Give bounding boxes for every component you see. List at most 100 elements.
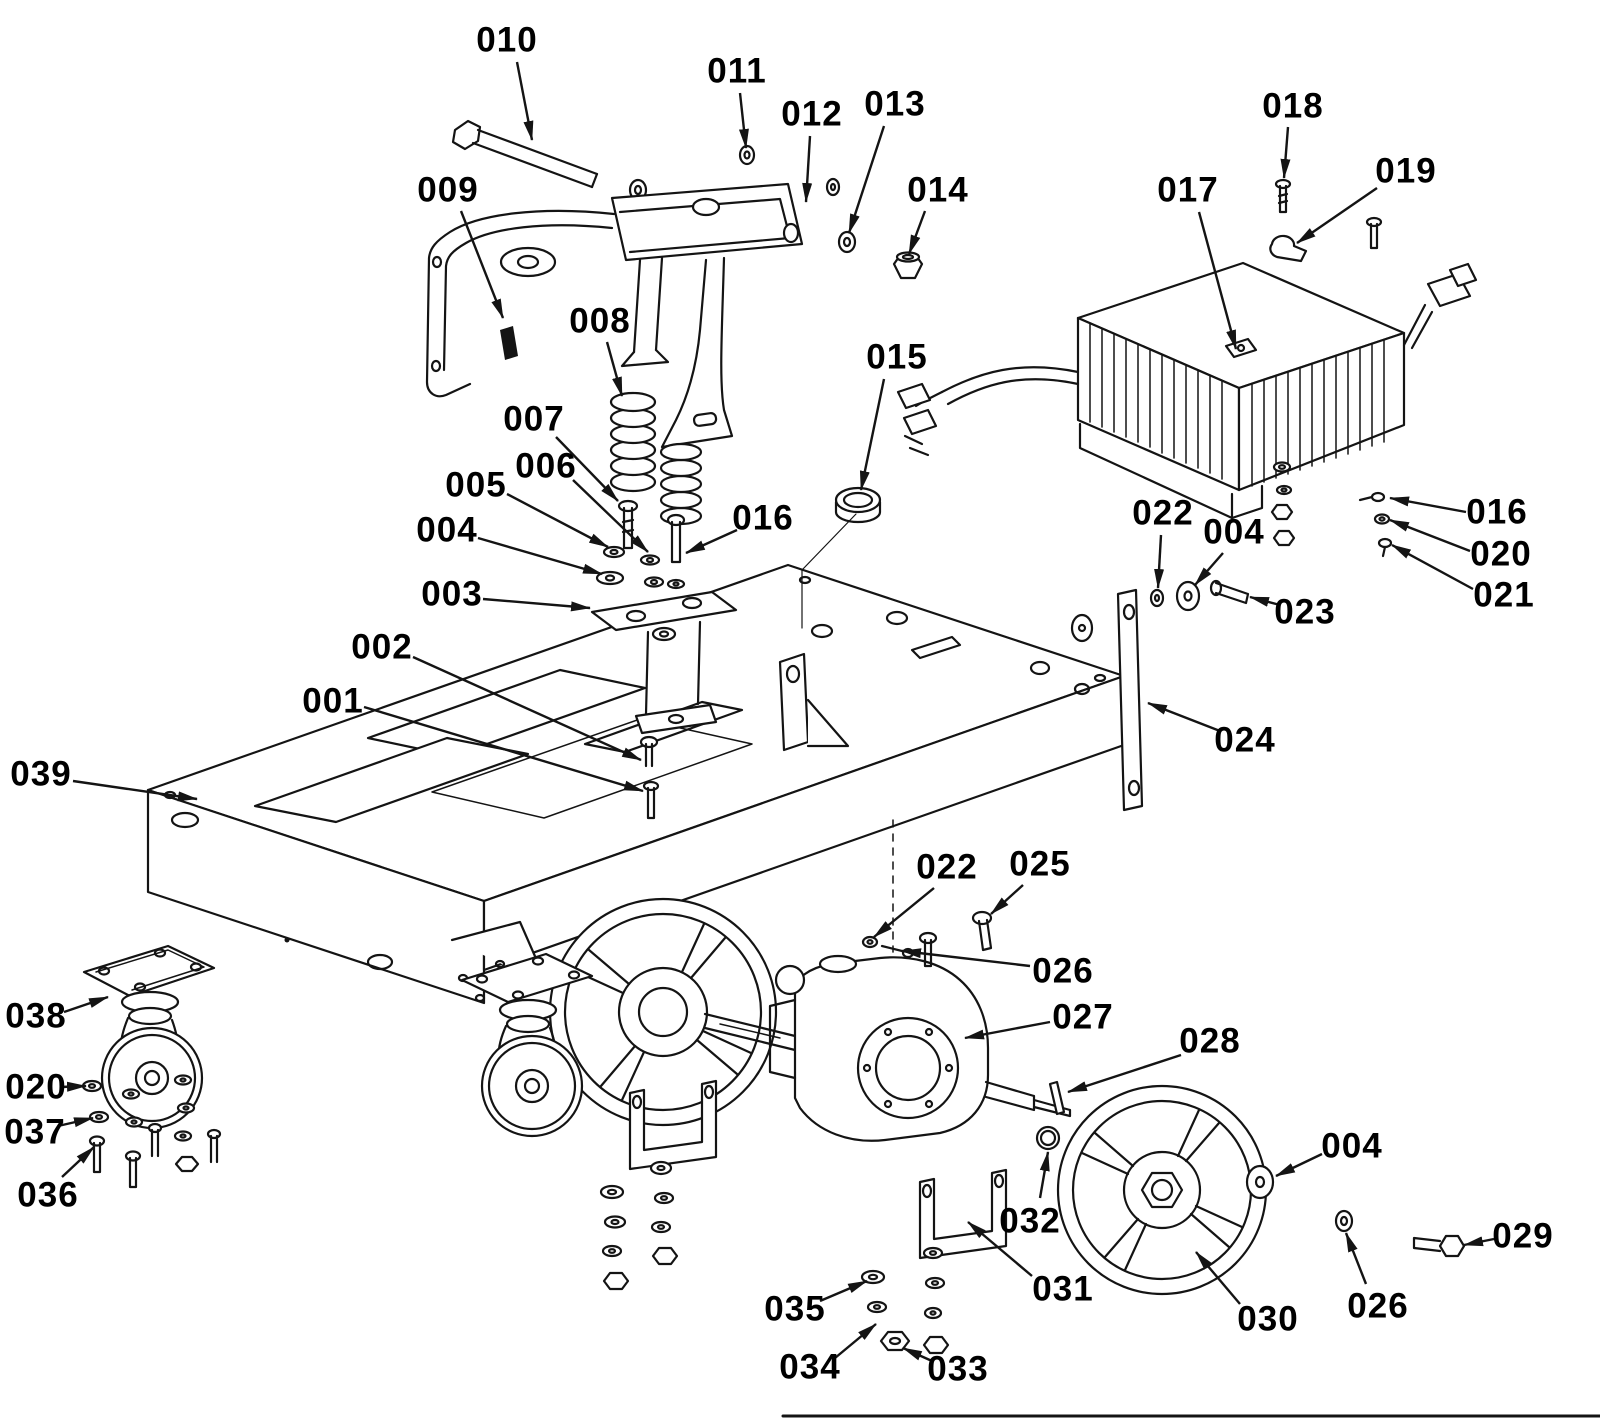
leader-line-013 [847, 125, 886, 234]
part-number-label-023: 023 [1274, 592, 1336, 632]
part-number-label-033: 033 [927, 1349, 989, 1389]
leader-line-007 [555, 436, 619, 502]
leader-line-004 [1275, 1152, 1323, 1178]
leader-line-003 [482, 597, 591, 612]
part-number-label-008: 008 [569, 301, 631, 341]
part-number-label-034: 034 [779, 1347, 841, 1387]
part-number-label-003: 003 [421, 574, 483, 614]
leader-line-025 [990, 884, 1024, 915]
part-number-label-016: 016 [1466, 492, 1528, 532]
part-number-label-031: 031 [1032, 1269, 1094, 1309]
leader-line-010 [515, 61, 534, 141]
leader-line-034 [834, 1323, 877, 1359]
leader-line-026 [1344, 1232, 1368, 1285]
leader-line-028 [1067, 1053, 1182, 1094]
leader-line-035 [819, 1279, 868, 1303]
spring-hardware-drawing [595, 391, 703, 590]
part-number-label-005: 005 [445, 465, 507, 505]
leader-line-029 [1463, 1236, 1495, 1247]
caster-hardware-drawing [81, 1074, 222, 1189]
strap-drawing [1070, 579, 1250, 812]
part-number-label-014: 014 [907, 170, 969, 210]
part-number-label-009: 009 [417, 170, 479, 210]
part-number-label-020: 020 [1470, 534, 1532, 574]
part-number-label-024: 024 [1214, 720, 1276, 760]
part-number-label-018: 018 [1262, 86, 1324, 126]
leader-line-031 [967, 1221, 1033, 1277]
leader-line-016 [1389, 496, 1467, 514]
leader-line-037 [57, 1116, 94, 1128]
part-number-label-011: 011 [707, 51, 767, 91]
leader-line-018 [1280, 126, 1291, 179]
leader-line-011 [738, 92, 749, 149]
leader-line-022 [1154, 534, 1165, 589]
leader-line-005 [506, 492, 609, 549]
part-number-label-032: 032 [999, 1201, 1061, 1241]
leader-line-021 [1391, 543, 1474, 591]
part-number-label-029: 029 [1492, 1216, 1554, 1256]
leader-line-004 [477, 536, 603, 576]
leader-line-020 [1389, 518, 1471, 553]
part-number-label-020: 020 [5, 1067, 67, 1107]
leader-line-039 [72, 779, 198, 802]
leader-line-017 [1197, 211, 1238, 350]
part-number-label-039: 039 [10, 754, 72, 794]
leader-line-030 [1195, 1251, 1241, 1305]
part-number-label-030: 030 [1237, 1299, 1299, 1339]
part-number-label-006: 006 [515, 446, 577, 486]
part-number-label-037: 037 [4, 1112, 66, 1152]
part-number-label-021: 021 [1473, 575, 1535, 615]
leader-line-023 [1249, 595, 1281, 607]
leader-line-022 [873, 887, 935, 938]
part-number-label-025: 025 [1009, 844, 1071, 884]
leader-line-038 [63, 995, 109, 1014]
part-number-label-022: 022 [1132, 493, 1194, 533]
leader-line-033 [902, 1346, 933, 1363]
leader-line-001 [363, 705, 644, 793]
part-number-label-017: 017 [1157, 170, 1219, 210]
part-number-label-004: 004 [1321, 1126, 1383, 1166]
casters-drawing [82, 944, 594, 1138]
part-number-label-015: 015 [866, 337, 928, 377]
part-number-label-035: 035 [764, 1289, 826, 1329]
part-number-label-026: 026 [1032, 951, 1094, 991]
part-number-label-016: 016 [732, 498, 794, 538]
part-number-label-038: 038 [5, 996, 67, 1036]
leader-line-014 [907, 210, 927, 255]
leader-line-006 [572, 479, 649, 553]
leader-line-019 [1296, 187, 1378, 244]
part-number-label-001: 001 [302, 681, 364, 721]
drive-assembly-drawing [548, 819, 1466, 1355]
leader-line-008 [605, 341, 624, 397]
leader-line-027 [964, 1020, 1051, 1040]
leader-line-002 [412, 655, 642, 762]
part-number-label-002: 002 [351, 627, 413, 667]
part-number-label-022: 022 [916, 847, 978, 887]
leader-line-032 [1038, 1151, 1050, 1199]
part-number-label-010: 010 [476, 20, 538, 60]
part-number-label-028: 028 [1179, 1021, 1241, 1061]
leader-line-016 [685, 528, 738, 555]
charger-drawing [801, 178, 1478, 629]
part-number-label-027: 027 [1052, 997, 1114, 1037]
leader-line-020 [60, 1081, 87, 1092]
part-number-label-036: 036 [17, 1175, 79, 1215]
part-number-label-004: 004 [1203, 512, 1265, 552]
leader-line-004 [1194, 552, 1224, 586]
handle-assembly-drawing [425, 119, 924, 449]
leader-line-024 [1147, 701, 1221, 733]
part-number-label-026: 026 [1347, 1286, 1409, 1326]
leader-line-015 [859, 378, 886, 491]
part-number-label-007: 007 [503, 399, 565, 439]
part-number-label-013: 013 [864, 84, 926, 124]
part-number-label-004: 004 [416, 510, 478, 550]
leader-line-026 [901, 948, 1031, 968]
chassis-deck-drawing [146, 563, 1126, 1005]
leader-line-036 [61, 1146, 95, 1178]
part-number-label-012: 012 [781, 94, 843, 134]
part-number-label-019: 019 [1375, 151, 1437, 191]
leader-line-009 [459, 210, 505, 319]
leader-line-012 [802, 135, 813, 203]
